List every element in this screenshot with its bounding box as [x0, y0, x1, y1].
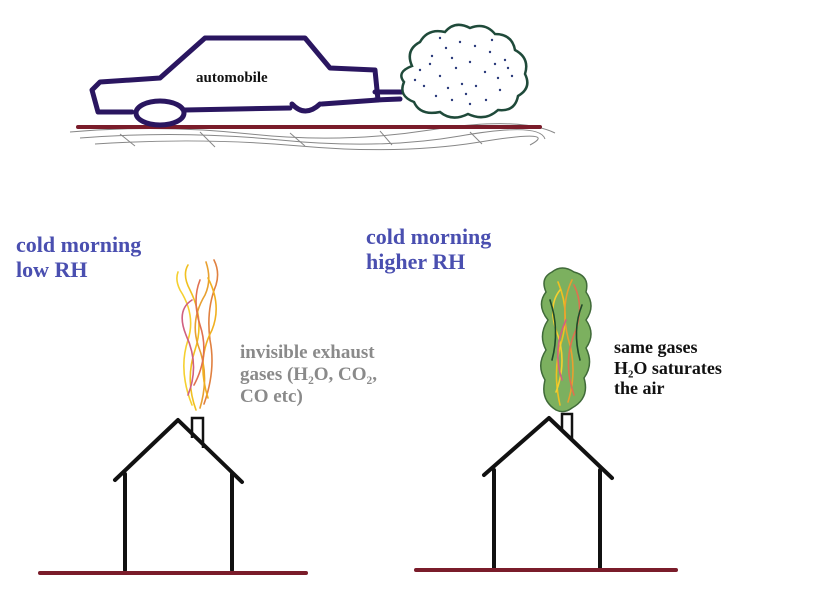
car-exhaust-pipe — [372, 89, 405, 103]
car-label: automobile — [196, 70, 268, 86]
right-house — [482, 416, 614, 570]
left-house — [113, 418, 244, 572]
car-drawing — [89, 35, 405, 128]
right-note-line2: H₂O saturates — [614, 357, 722, 378]
right-steam-plume — [540, 267, 592, 413]
right-note: same gases H₂O saturates the air — [614, 337, 722, 399]
left-note-line3: CO etc) — [240, 385, 303, 407]
car-ground-scribble — [69, 123, 556, 151]
left-title: cold morning low RH — [16, 232, 141, 283]
car-front-wheel — [289, 101, 323, 114]
left-exhaust-wisps — [176, 259, 219, 411]
left-title-line2: low RH — [16, 257, 88, 283]
left-note-line1: invisible exhaust — [240, 342, 375, 363]
right-title-line2: higher RH — [366, 249, 466, 275]
exhaust-cloud — [400, 23, 529, 119]
left-title-line1: cold morning — [16, 232, 142, 257]
right-title: cold morning higher RH — [366, 224, 491, 275]
left-note: invisible exhaust gases (H₂O, CO₂, CO et… — [240, 342, 377, 408]
right-chimney — [560, 412, 574, 440]
right-title-line1: cold morning — [366, 224, 492, 249]
right-note-line1: same gases — [614, 337, 698, 357]
left-note-line2: gases (H₂O, CO₂, — [240, 363, 377, 385]
car-rear-wheel — [133, 98, 187, 128]
right-house-roof — [482, 416, 614, 480]
left-chimney — [190, 416, 205, 448]
right-note-line3: the air — [614, 378, 665, 399]
left-house-roof — [113, 418, 244, 484]
